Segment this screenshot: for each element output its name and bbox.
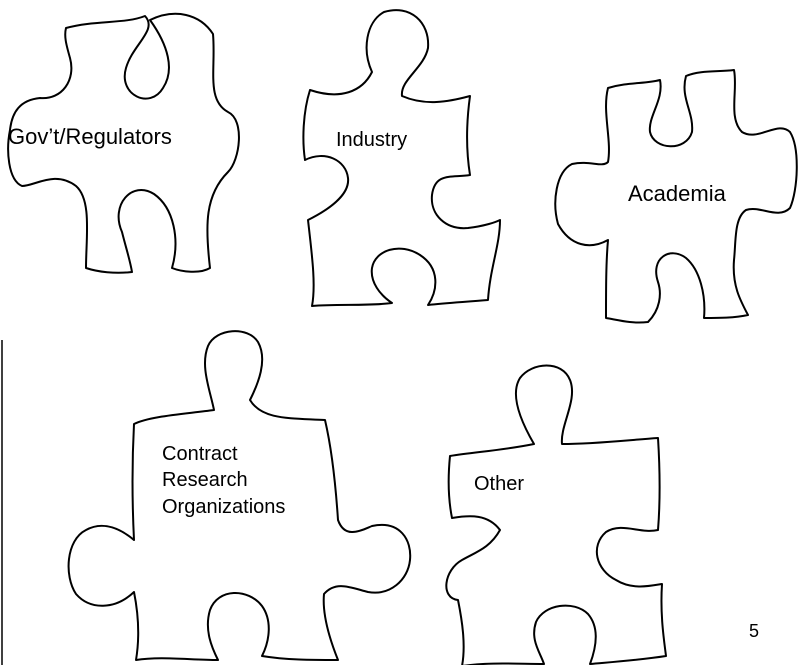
puzzle-piece-other-shape [445, 364, 667, 665]
puzzle-label-other: Other [474, 473, 524, 495]
puzzle-piece-academia: Academia [554, 69, 798, 324]
puzzle-piece-cro: Contract Research Organizations [67, 330, 412, 661]
puzzle-piece-regulators: Gov’t/Regulators [7, 12, 240, 274]
puzzle-label-cro-line2: Research [162, 469, 248, 491]
puzzle-label-cro-line1: Contract [162, 443, 238, 465]
puzzle-piece-other: Other [445, 364, 667, 665]
puzzle-label-academia: Academia [628, 181, 727, 206]
puzzle-label-cro-line3: Organizations [162, 496, 285, 518]
puzzle-piece-industry: Industry [302, 9, 501, 307]
puzzle-label-regulators: Gov’t/Regulators [8, 124, 172, 149]
puzzle-label-industry: Industry [336, 129, 407, 151]
puzzle-piece-industry-shape [302, 9, 501, 307]
puzzle-piece-academia-shape [554, 69, 798, 324]
puzzle-piece-cro-shape [67, 330, 412, 661]
puzzle-piece-regulators-shape [7, 12, 240, 274]
page-number: 5 [749, 621, 759, 641]
